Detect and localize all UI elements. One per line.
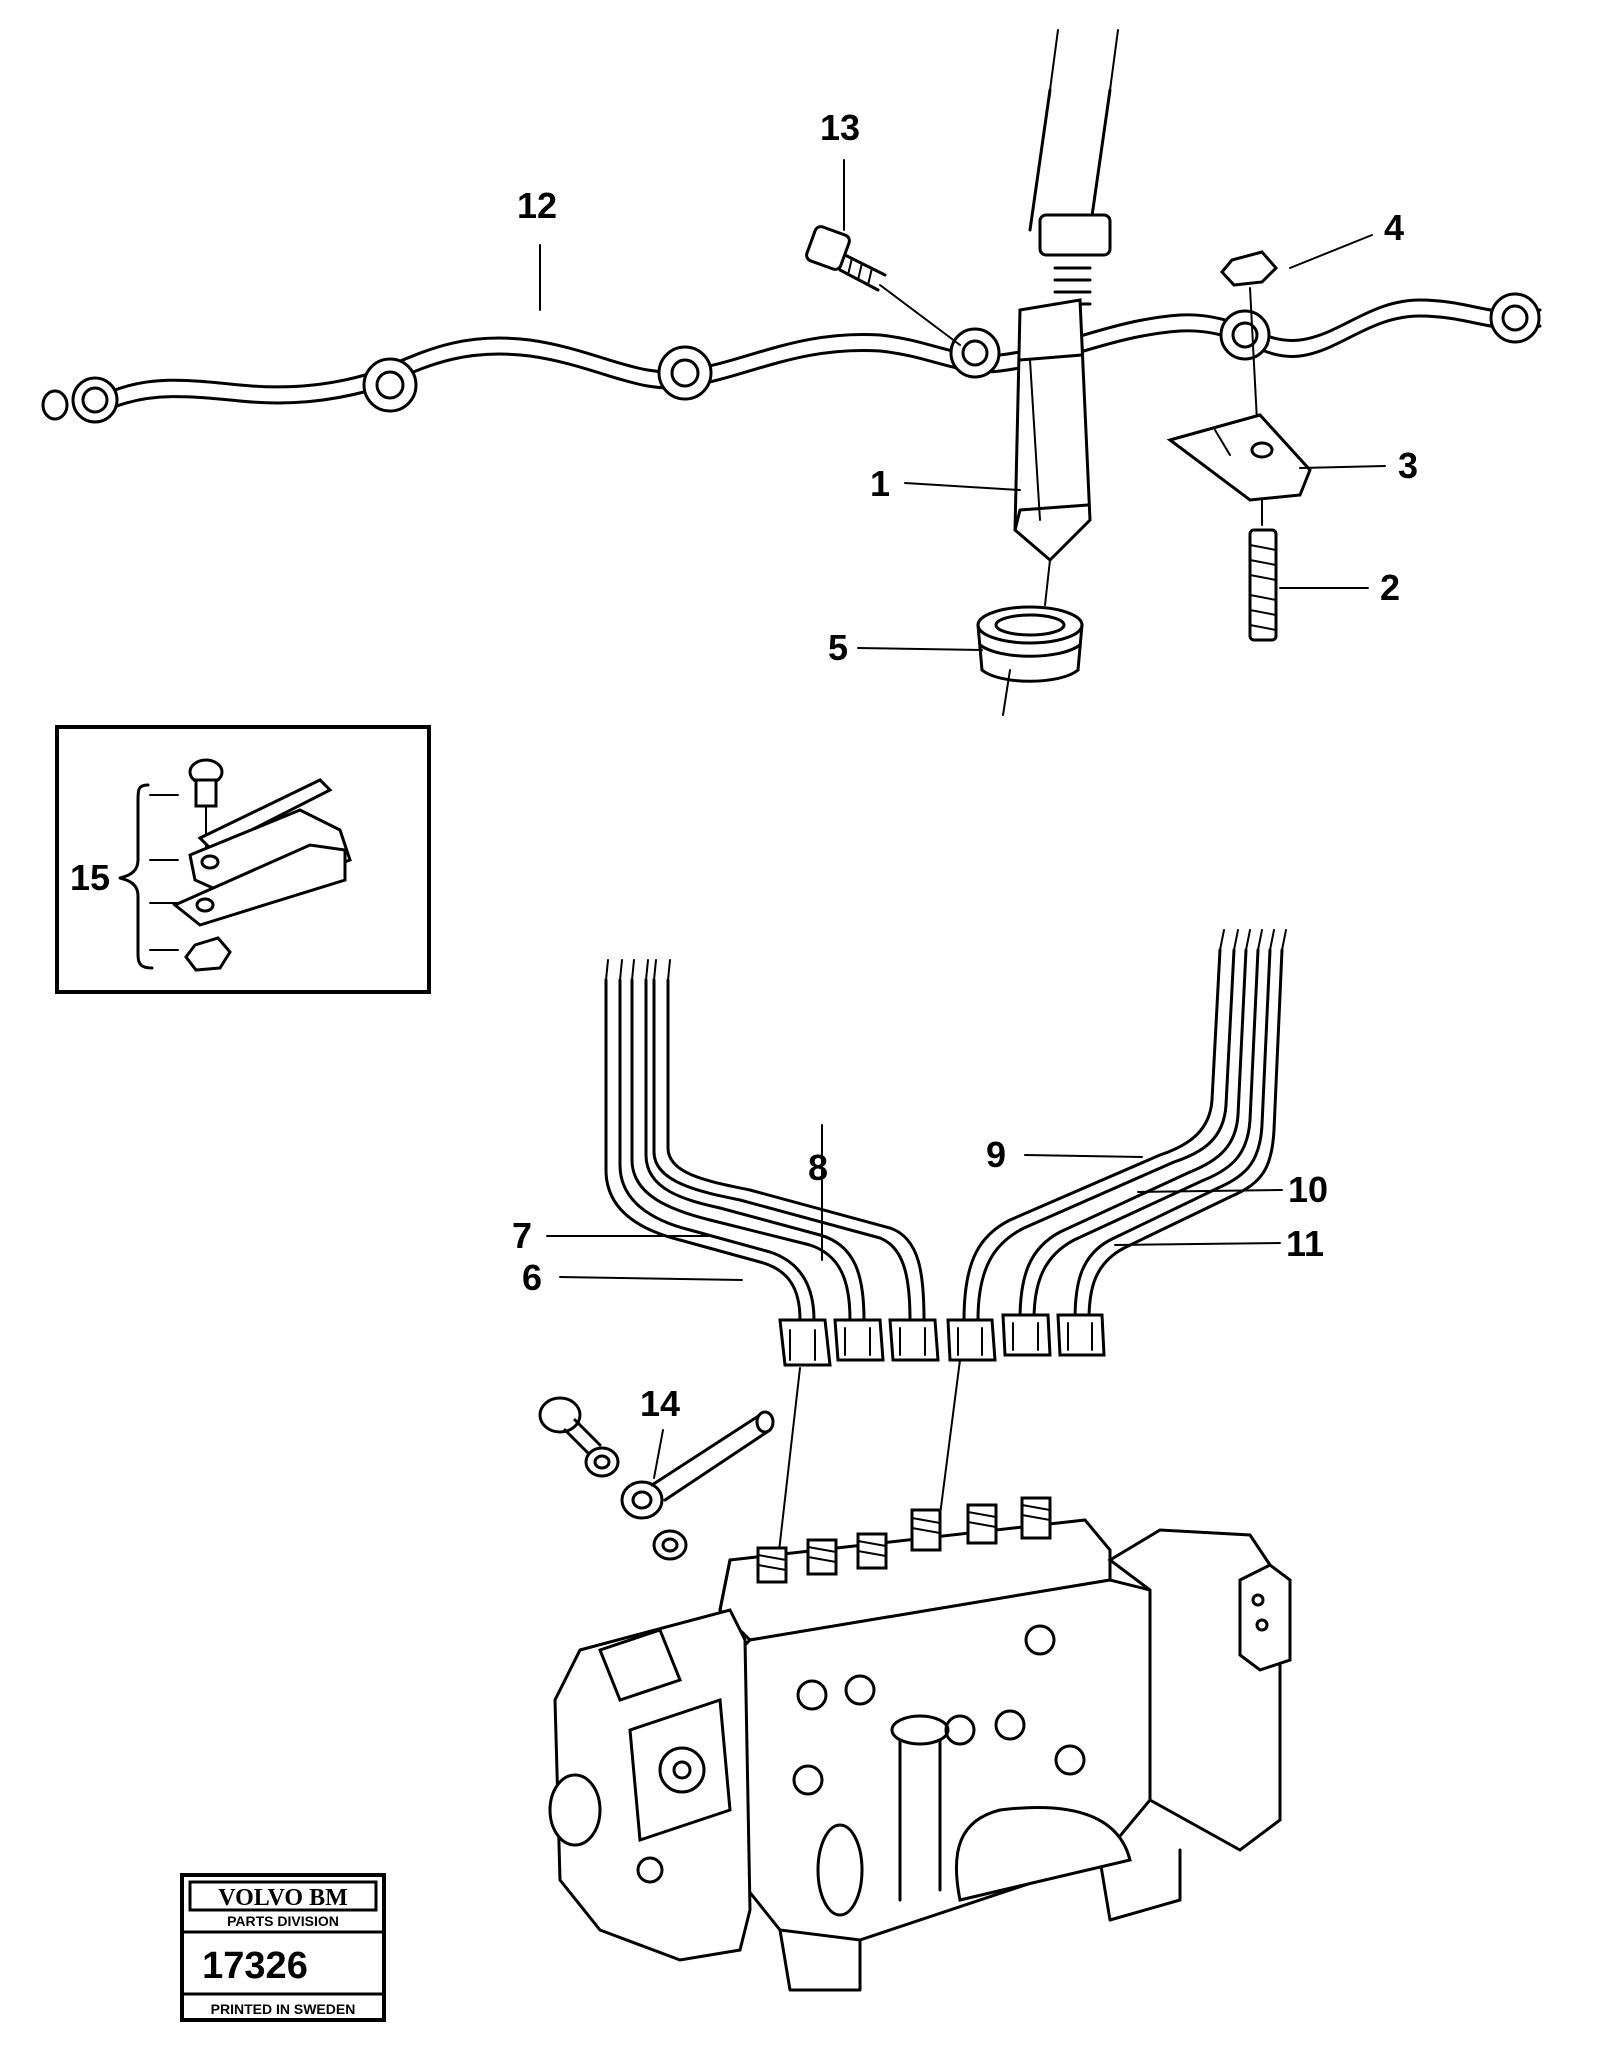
banjo-fitting [949, 327, 1001, 379]
detail-inset-15 [55, 725, 431, 994]
callout-8: 8 [808, 1147, 828, 1188]
delivery-valve-holder [856, 1532, 888, 1570]
nut [184, 936, 232, 972]
stud-2 [1248, 499, 1278, 642]
stamp-division: PARTS DIVISION [227, 1913, 339, 1929]
pipe-nut [833, 1318, 885, 1362]
banjo-fitting [362, 357, 418, 413]
callout-labels: 1 2 3 4 5 6 7 8 9 10 11 12 13 14 15 [70, 107, 1418, 1424]
pipe-nut [1056, 1313, 1106, 1357]
delivery-pipes [604, 929, 1287, 1561]
delivery-valve-holder [910, 1508, 942, 1552]
plate [172, 843, 347, 927]
delivery-valve-holder [806, 1538, 838, 1576]
delivery-valve-holder [756, 1546, 788, 1584]
return-pipe-12 [41, 292, 1542, 424]
callout-15: 15 [70, 857, 110, 898]
volvo-bm-stamp: VOLVO BM PARTS DIVISION 17326 PRINTED IN… [180, 1873, 386, 2022]
injection-pump [548, 1496, 1292, 1992]
bracket [188, 778, 352, 902]
callout-13: 13 [820, 107, 860, 148]
seal-ring-5 [976, 559, 1084, 716]
pipe-nut [1001, 1313, 1052, 1357]
callout-7: 7 [512, 1215, 532, 1256]
screw [188, 758, 224, 808]
callout-6: 6 [522, 1257, 542, 1298]
callout-1: 1 [870, 463, 890, 504]
leader-lines [539, 159, 1386, 1479]
pipe-nut [888, 1318, 940, 1362]
banjo-bolt-13 [805, 225, 961, 346]
banjo-fitting [657, 345, 713, 401]
clamp-3 [1166, 413, 1312, 502]
pipe-nut [946, 1318, 997, 1362]
callout-2: 2 [1380, 567, 1400, 608]
stamp-printed: PRINTED IN SWEDEN [211, 2001, 356, 2017]
callout-12: 12 [517, 185, 557, 226]
callout-14: 14 [640, 1383, 680, 1424]
callout-10: 10 [1288, 1169, 1328, 1210]
banjo-fitting [1219, 309, 1271, 361]
delivery-valve-holder [966, 1503, 998, 1545]
stamp-number: 17326 [202, 1945, 308, 1987]
banjo-fitting [41, 376, 119, 424]
stamp-brand: VOLVO BM [218, 1885, 348, 1911]
return-line-14 [538, 1396, 775, 1561]
delivery-valve-holder [1020, 1496, 1052, 1540]
callout-9: 9 [986, 1134, 1006, 1175]
callout-11: 11 [1286, 1223, 1324, 1264]
fuel-injector-1 [1013, 29, 1119, 563]
pipe-nut [778, 1318, 832, 1367]
callout-3: 3 [1398, 445, 1418, 486]
banjo-fitting [1489, 292, 1541, 344]
callout-5: 5 [828, 627, 848, 668]
callout-4: 4 [1384, 207, 1404, 248]
